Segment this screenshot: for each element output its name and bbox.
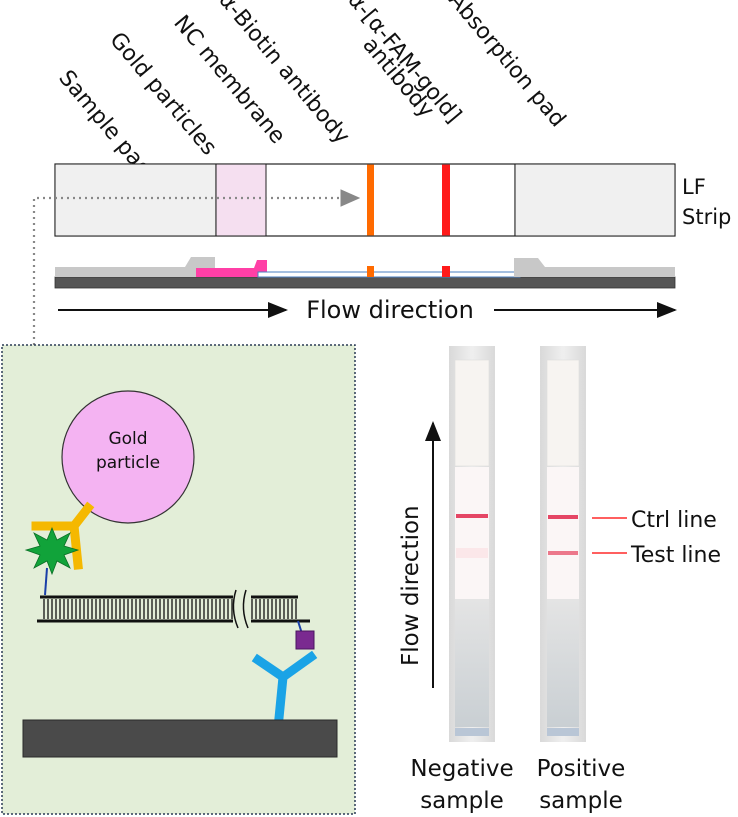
conjugate-pad-side: [196, 260, 267, 277]
positive-label-2: sample: [539, 788, 623, 814]
nc-membrane-surface: [22, 719, 338, 758]
nc-membrane-side: [257, 271, 521, 278]
photo-flow-direction-label: Flow direction: [398, 505, 424, 666]
flow-direction-label: Flow direction: [306, 296, 474, 324]
backing-card: [54, 276, 676, 289]
molecular-inset: Gold particle: [1, 344, 356, 815]
absorption-pad-region: [515, 164, 675, 236]
positive-strip-photo: [540, 346, 586, 742]
fam-antibody-line: [442, 164, 450, 236]
biotin-line-side: [367, 266, 374, 277]
lf-strip-top-view: [32, 163, 676, 375]
lf-label: LF: [682, 175, 706, 199]
negative-absorption-pad: [454, 359, 490, 467]
negative-strip-photo: [449, 346, 495, 742]
fam-linker: [44, 567, 48, 596]
test-line-label: Test line: [630, 543, 721, 568]
anti-biotin-antibody: [251, 650, 318, 723]
ctrl-line-label: Ctrl line: [631, 508, 717, 533]
fam-line-side: [442, 266, 450, 277]
strip-photos: Flow direction Ctrl line Test line Negat…: [398, 346, 721, 814]
conjugate-pad-region: [216, 164, 266, 236]
absorption-pad-side: [514, 258, 675, 277]
fam-label-star: [24, 526, 80, 576]
negative-membrane: [455, 467, 489, 599]
strip-component-labels: Sample pad Gold particles NC membrane α-…: [53, 0, 570, 182]
positive-membrane: [547, 467, 579, 599]
lf-strip-side-view: [54, 257, 676, 289]
gold-particle: [61, 390, 195, 524]
anti-fam-antibody: [31, 501, 95, 570]
label-fam-gold-antibody-1: α-[α-FAM-gold]: [342, 0, 465, 128]
sample-pad-side: [55, 257, 215, 277]
gold-particle-label-1: Gold: [108, 429, 147, 449]
negative-label-1: Negative: [410, 756, 513, 782]
negative-ctrl-line: [456, 514, 488, 518]
negative-label-2: sample: [420, 788, 504, 814]
negative-sample-pad: [455, 599, 489, 727]
dna-duplex: [37, 589, 310, 629]
positive-absorption-pad: [546, 359, 580, 467]
positive-ctrl-line: [548, 515, 578, 519]
biotin-antibody-line: [367, 164, 374, 236]
positive-sample-pad: [547, 599, 579, 727]
biotin-label-square: [295, 630, 315, 650]
strip-label: Strip: [682, 205, 731, 229]
positive-test-line: [548, 551, 578, 555]
gold-particle-label-2: particle: [96, 453, 160, 473]
positive-label-1: Positive: [537, 756, 626, 782]
sample-pad-region: [55, 164, 216, 236]
